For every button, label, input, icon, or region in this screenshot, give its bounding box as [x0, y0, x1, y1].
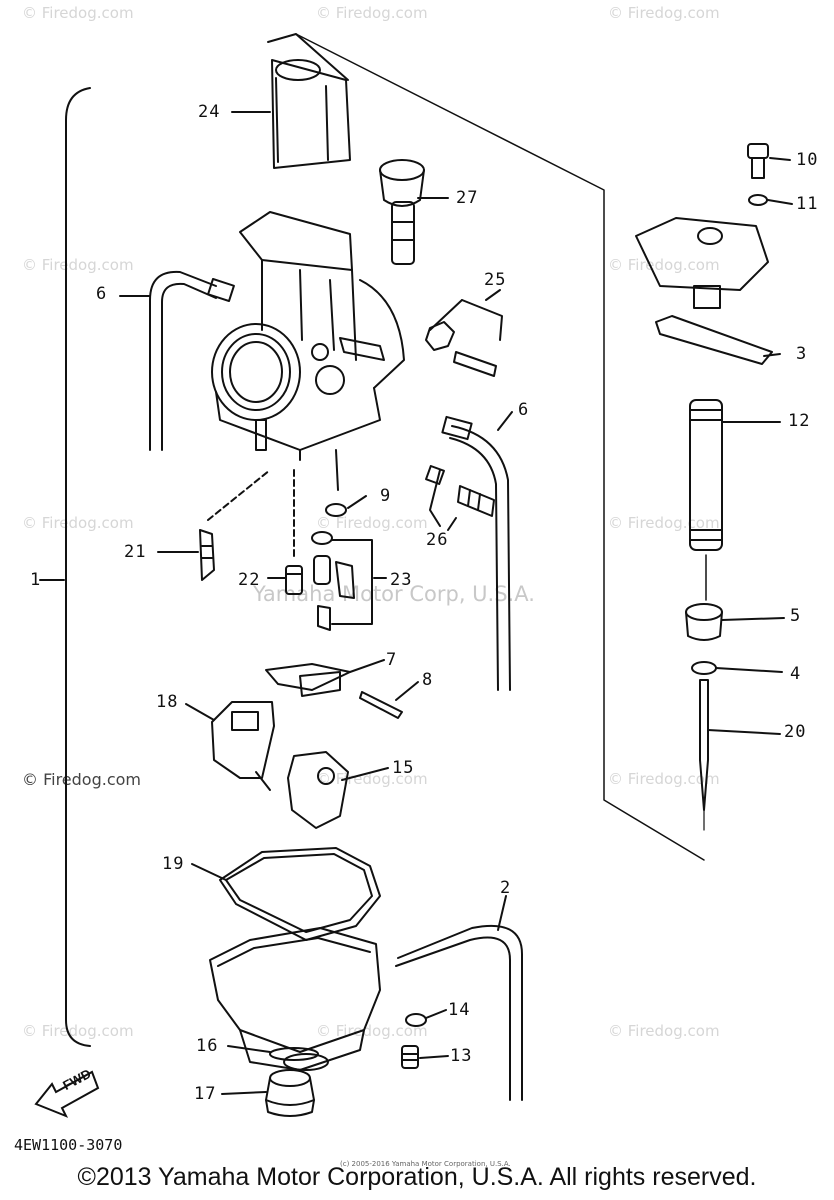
callout-27: 27	[456, 188, 479, 208]
assembly-bracket	[65, 87, 91, 1047]
part-5-needle-holder	[685, 603, 723, 641]
callout-26: 26	[426, 530, 449, 550]
part-22-needle-jet	[285, 565, 303, 595]
part-23-float-valve	[313, 539, 373, 631]
callout-9: 9	[380, 486, 392, 506]
copyright-footer: ©2013 Yamaha Motor Corporation, U.S.A. A…	[77, 1163, 757, 1191]
callout-12: 12	[788, 411, 811, 431]
watermark: © Firedog.com	[608, 1022, 720, 1040]
callout-22: 22	[238, 570, 261, 590]
callout-6: 6	[96, 284, 108, 304]
callout-13: 13	[450, 1046, 473, 1066]
callout-10: 10	[796, 150, 819, 170]
part-3-gasket	[655, 315, 773, 365]
diagram-code: 4EW1100-3070	[14, 1136, 123, 1154]
callout-7: 7	[386, 650, 398, 670]
part-2-drain-hose	[395, 936, 511, 1101]
callout-5: 5	[790, 606, 802, 626]
part-13-drain-screw	[401, 1045, 419, 1069]
callout-16: 16	[196, 1036, 219, 1056]
part-9-washer	[325, 503, 347, 517]
watermark: © Firedog.com	[316, 770, 428, 788]
part-12-spring	[689, 399, 723, 551]
watermark: © Firedog.com	[22, 514, 134, 532]
fwd-arrow-icon	[34, 1070, 100, 1118]
part-11-washer	[748, 194, 768, 206]
callout-1: 1	[30, 570, 42, 590]
callout-3: 3	[796, 344, 808, 364]
callout-11: 11	[796, 194, 819, 214]
watermark: © Firedog.com	[22, 770, 141, 789]
part-8-float-pin	[359, 691, 403, 719]
callout-14: 14	[448, 1000, 471, 1020]
callout-17: 17	[194, 1084, 217, 1104]
watermark: © Firedog.com	[608, 514, 720, 532]
part-25-air-screw	[425, 299, 503, 377]
watermark: © Firedog.com	[316, 514, 428, 532]
callout-15: 15	[392, 758, 415, 778]
callout-24: 24	[198, 102, 221, 122]
part-20-jet-needle	[699, 679, 709, 811]
callout-2: 2	[500, 878, 512, 898]
float-bowl	[209, 927, 381, 1071]
mixing-chamber-top	[635, 217, 769, 309]
part-14-washer	[405, 1013, 427, 1027]
carburetor-body	[211, 211, 405, 491]
part-17-plug	[265, 1069, 315, 1117]
part-27-starter-plunger	[379, 159, 425, 265]
callout-18: 18	[156, 692, 179, 712]
callout-4: 4	[790, 664, 802, 684]
callout-8: 8	[422, 670, 434, 690]
callout-19: 19	[162, 854, 185, 874]
part-6-vent-hose-left	[149, 270, 217, 451]
watermark: © Firedog.com	[608, 256, 720, 274]
part-18-float	[211, 701, 275, 791]
part-24-cable-cap	[267, 33, 351, 169]
callout-21: 21	[124, 542, 147, 562]
watermark: © Firedog.com	[22, 4, 134, 22]
part-26-throttle-stop-screw	[425, 465, 495, 527]
watermark: © Firedog.com	[22, 256, 134, 274]
callout-6: 6	[518, 400, 530, 420]
callout-23: 23	[390, 570, 413, 590]
watermark: © Firedog.com	[608, 770, 720, 788]
watermark: © Firedog.com	[608, 4, 720, 22]
callout-25: 25	[484, 270, 507, 290]
watermark: © Firedog.com	[22, 1022, 134, 1040]
part-15-float	[287, 751, 349, 829]
part-21-main-jet-holder	[199, 529, 215, 581]
part-16-o-ring	[269, 1047, 319, 1061]
small-copyright-note: (c) 2005-2016 Yamaha Motor Corporation, …	[340, 1160, 511, 1168]
part-6-vent-hose-right	[451, 425, 511, 691]
part-19-gasket	[219, 847, 381, 941]
part-4-clip	[691, 661, 717, 675]
part-10-screw	[747, 143, 769, 179]
part-7-float-arm	[265, 663, 351, 697]
group-outline	[295, 33, 705, 861]
watermark: © Firedog.com	[316, 4, 428, 22]
watermark: © Firedog.com	[316, 1022, 428, 1040]
callout-20: 20	[784, 722, 807, 742]
